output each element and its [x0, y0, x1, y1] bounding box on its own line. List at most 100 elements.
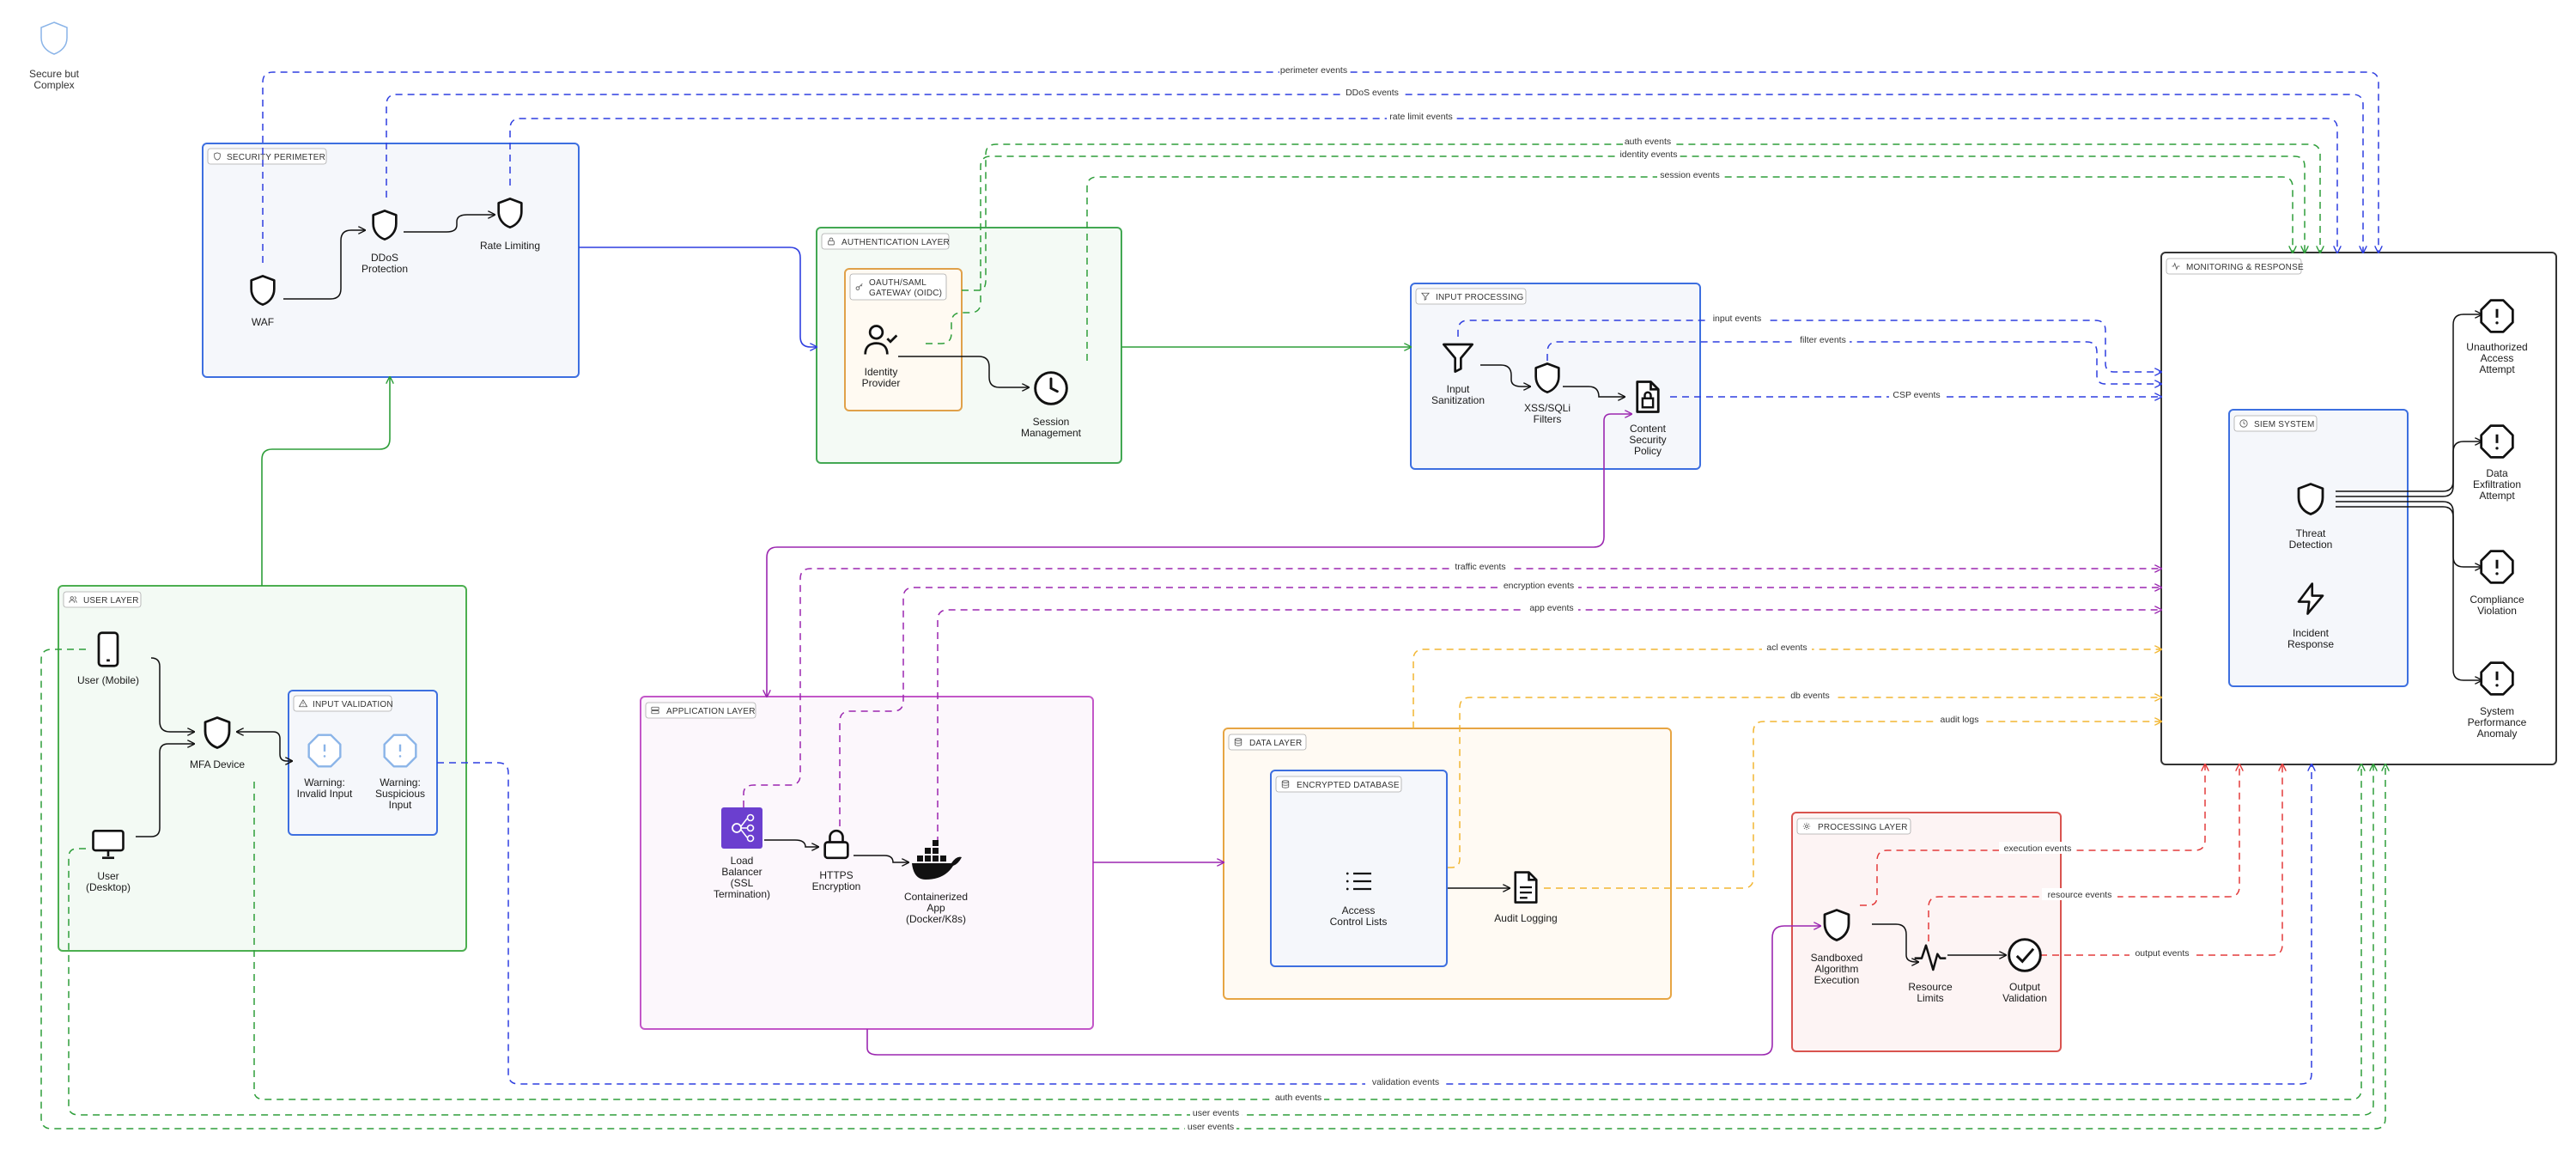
node-mfa-device[interactable]: MFA Device: [190, 715, 245, 771]
edge-label: identity events: [1619, 149, 1677, 160]
edge-idp-session: [898, 356, 1029, 387]
edge-lb-https: [764, 839, 818, 847]
node-label: User (Mobile): [77, 674, 139, 686]
edge-validation-events: [437, 762, 2312, 1085]
edge-acl-events: [1413, 649, 2161, 728]
node-user-mobile[interactable]: User (Mobile): [77, 631, 139, 686]
edge-label: DDoS events: [1346, 88, 1399, 98]
edge-label: audit logs: [1941, 715, 1979, 725]
shield-icon: [372, 209, 398, 241]
group-title: DATA LAYER: [1249, 739, 1302, 748]
edge-db-events: [1448, 697, 2161, 868]
alert-octagon-icon: [307, 734, 342, 768]
edge-rate-limit-events: [509, 118, 2337, 253]
shield-icon: [1823, 908, 1850, 942]
alert-octagon-icon: [2480, 550, 2514, 584]
edge-label: rate limit events: [1389, 112, 1453, 122]
edge-label: resource events: [2048, 890, 2112, 900]
node-label: MFA Device: [190, 758, 245, 770]
edge-encryption-events: [839, 588, 2161, 826]
node-warning-invalid-input[interactable]: Warning:Invalid Input: [297, 734, 353, 800]
node-label: Warning:Invalid Input: [297, 776, 353, 800]
edge-label: session events: [1660, 170, 1719, 180]
shield-icon: [497, 197, 523, 229]
load-balancer-icon: [721, 807, 762, 849]
solid-flow-edges: [261, 247, 1820, 1056]
edge-filter-events: [1546, 341, 2161, 384]
group-title: INPUT VALIDATION: [313, 700, 393, 709]
edge-sandbox-resource: [1872, 923, 1918, 962]
shield-icon: [1534, 362, 1560, 394]
group-application-layer: APPLICATION LAYER: [640, 696, 1094, 1030]
alert-octagon-icon: [2480, 661, 2514, 696]
edge-auth-events-bottom: [253, 764, 2361, 1100]
edge-mfa-validation: [237, 732, 292, 761]
group-title: ENCRYPTED DATABASE: [1297, 781, 1400, 790]
node-audit-logging[interactable]: Audit Logging: [1494, 871, 1558, 925]
node-rate-limiting[interactable]: Rate Limiting: [480, 197, 540, 252]
edge-output-events: [2040, 764, 2282, 956]
edge-execution-events: [1860, 764, 2205, 906]
edge-waf-ddos: [283, 230, 365, 300]
group-title: APPLICATION LAYER: [666, 707, 756, 716]
alert-octagon-icon: [383, 734, 417, 768]
group-title: AUTHENTICATION LAYER: [841, 238, 950, 247]
edge-label: execution events: [2004, 843, 2072, 854]
group-security-perimeter: SECURITY PERIMETER: [202, 143, 580, 378]
group-processing-layer: PROCESSING LAYER: [1791, 812, 2062, 1052]
alert-octagon-icon: [2480, 424, 2514, 459]
edge-threat-unauth: [2336, 314, 2482, 492]
edge-labels: perimeter events DDoS events rate limit …: [1185, 64, 2195, 1132]
edge-label: user events: [1193, 1108, 1239, 1118]
edge-ddos-rate: [404, 215, 495, 233]
group-title: INPUT PROCESSING: [1436, 293, 1523, 302]
node-user-desktop[interactable]: User(Desktop): [86, 829, 131, 893]
file-lock-icon: [1636, 381, 1660, 413]
edge-xss-csp: [1563, 386, 1625, 397]
edge-app-events: [937, 610, 2161, 843]
node-waf[interactable]: WAF: [250, 274, 276, 328]
node-label: User(Desktop): [86, 870, 131, 893]
edge-user-events-mobile: [40, 648, 2385, 1130]
edge-threat-system: [2336, 506, 2482, 680]
black-edges: [136, 215, 2482, 962]
shield-icon: [2297, 482, 2324, 516]
edge-input-purple: [1603, 414, 1631, 459]
edge-user-to-perimeter: [261, 377, 390, 586]
edge-label: input events: [1713, 314, 1762, 324]
node-label: Audit Logging: [1494, 912, 1557, 924]
mobile-icon: [97, 631, 119, 667]
check-circle-icon: [2008, 938, 2042, 972]
